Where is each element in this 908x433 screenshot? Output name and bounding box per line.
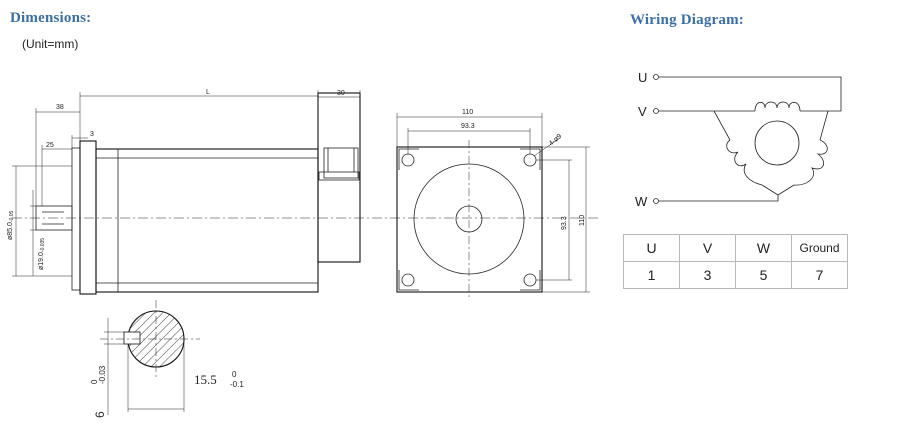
table-header-cell: U: [623, 234, 680, 262]
encoder-housing: [317, 92, 361, 263]
side-view-dimensions: 38 L 30 3 25 ø85.0-0.05 ø19.0-0.035: [7, 89, 361, 277]
dim-label-dia-19: ø19.0-0.035: [38, 238, 46, 270]
dim-label-6-tol-upper: 0: [90, 379, 99, 384]
dim-label-93-3-side: 93.3: [561, 216, 568, 230]
coil-right: [793, 139, 828, 186]
table-cell: 5: [735, 261, 792, 289]
dim-label-6-tol-lower: -0.03: [98, 365, 107, 384]
motor-pilot: [71, 147, 81, 291]
dim-label-15-5-tol-lower: -0.1: [230, 380, 244, 389]
dim-label-15-5: 15.5: [194, 372, 217, 387]
wire-u: [659, 76, 842, 112]
dim-label-3: 3: [90, 131, 94, 138]
table-header-row: U V W Ground: [623, 234, 848, 262]
phase-pin-table: U V W Ground 1 3 5 7: [623, 234, 848, 289]
encoder-connector: [323, 147, 359, 179]
dim-label-dia-85: ø85.0-0.05: [7, 210, 15, 240]
dim-label-15-5-tol-upper: 0: [232, 370, 237, 379]
table-cell: 7: [791, 261, 848, 289]
terminal-label-w: W: [635, 194, 648, 209]
dim-label-38: 38: [56, 104, 64, 111]
motor-side-view: [12, 92, 600, 295]
table-header-cell: V: [679, 234, 736, 262]
wiring-diagram: U V W: [635, 70, 842, 209]
table-cell: 3: [679, 261, 736, 289]
dim-label-hole: 4-ø9: [548, 133, 564, 148]
shaft-section: 6 0 -0.03 15.5 0 -0.1: [90, 300, 244, 418]
dim-label-6: 6: [93, 411, 107, 418]
dim-label-110-top: 110: [462, 109, 473, 116]
motor-flange: [79, 140, 97, 295]
dim-label-L: L: [206, 89, 210, 96]
front-view-dimensions: 110 93.3 4-ø9 93.3 110: [396, 109, 590, 293]
dim-label-30: 30: [337, 90, 345, 97]
terminal-u: [653, 74, 659, 80]
terminal-label-u: U: [638, 70, 647, 85]
unit-note: (Unit=mm): [22, 37, 79, 51]
motor-front-view: [396, 140, 543, 300]
coil-top: [754, 101, 801, 112]
wire-w: [659, 195, 779, 202]
dim-label-110-side: 110: [579, 215, 586, 226]
terminal-w: [653, 198, 659, 204]
mount-hole: [523, 273, 537, 287]
front-flange: [396, 146, 543, 293]
rotor-circle: [754, 120, 800, 166]
terminal-label-v: V: [638, 104, 647, 119]
wiring-diagram-heading: Wiring Diagram:: [630, 12, 744, 28]
table-row: 1 3 5 7: [623, 261, 848, 289]
mount-hole: [401, 273, 415, 287]
shaft-keyway: [123, 331, 141, 345]
dim-label-93-3-top: 93.3: [461, 123, 475, 130]
table-cell: 1: [623, 261, 680, 289]
dim-label-25: 25: [46, 142, 54, 149]
table-header-cell: W: [735, 234, 792, 262]
terminal-v: [653, 108, 659, 114]
dimensions-heading: Dimensions:: [10, 10, 92, 26]
table-header-cell: Ground: [791, 234, 848, 262]
motor-body: [95, 148, 319, 293]
coil-left: [726, 139, 763, 186]
mount-hole: [401, 153, 415, 167]
